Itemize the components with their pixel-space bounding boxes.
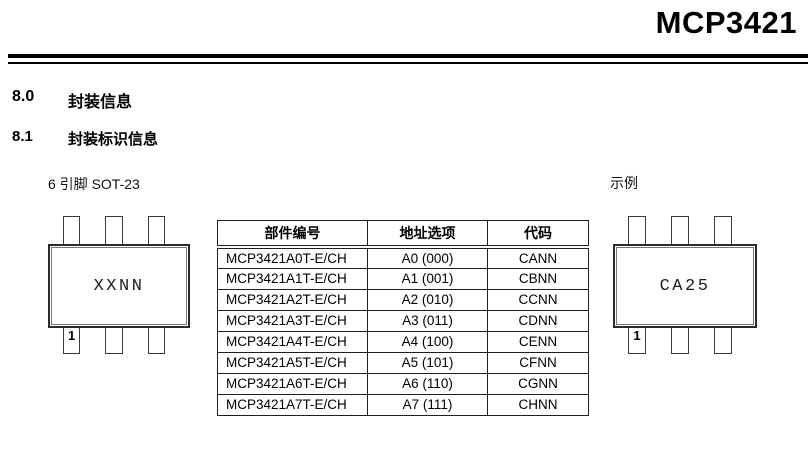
address-option-cell: A0 (000) bbox=[367, 246, 488, 269]
address-option-cell: A1 (001) bbox=[367, 267, 488, 290]
table-row: MCP3421A7T-E/CH A7 (111) CHNN bbox=[217, 393, 589, 416]
package-bottom-pins: 1 bbox=[48, 328, 190, 354]
code-cell: CBNN bbox=[487, 267, 589, 290]
table-row: MCP3421A0T-E/CH A0 (000) CANN bbox=[217, 246, 589, 269]
code-cell: CHNN bbox=[487, 393, 589, 416]
pin bbox=[628, 216, 646, 244]
subsection-title: 封装标识信息 bbox=[68, 131, 159, 148]
subsection-number: 8.1 bbox=[12, 128, 33, 145]
table-row: MCP3421A4T-E/CH A4 (100) CENN bbox=[217, 330, 589, 353]
package-diagram-generic: XXNN 1 bbox=[48, 216, 190, 354]
pin bbox=[671, 216, 689, 244]
col-header-address-option: 地址选项 bbox=[367, 220, 488, 249]
package-bottom-pins: 1 bbox=[613, 328, 757, 354]
pin bbox=[105, 328, 123, 354]
package-diagram-example: CA25 1 bbox=[613, 216, 757, 354]
section-heading-8-0: 8.0 封装信息 bbox=[12, 88, 132, 112]
package-type-label: 6 引脚 SOT-23 bbox=[48, 176, 140, 192]
pin1-marker: 1 bbox=[633, 328, 641, 343]
part-number-cell: MCP3421A7T-E/CH bbox=[217, 393, 368, 416]
code-cell: CENN bbox=[487, 330, 589, 353]
table-row: MCP3421A3T-E/CH A3 (011) CDNN bbox=[217, 309, 589, 332]
code-cell: CGNN bbox=[487, 372, 589, 395]
table-row: MCP3421A6T-E/CH A6 (110) CGNN bbox=[217, 372, 589, 395]
pin bbox=[105, 216, 123, 244]
section-heading-8-1: 8.1 封装标识信息 bbox=[12, 128, 158, 149]
table-row: MCP3421A5T-E/CH A5 (101) CFNN bbox=[217, 351, 589, 374]
package-top-pins bbox=[613, 216, 757, 244]
page-title: MCP3421 bbox=[655, 5, 797, 40]
package-marking-text: XXNN bbox=[93, 276, 145, 296]
example-label: 示例 bbox=[610, 175, 638, 191]
pin bbox=[714, 216, 732, 244]
package-body-inner: CA25 bbox=[616, 247, 754, 325]
address-option-cell: A5 (101) bbox=[367, 351, 488, 374]
header-rule-thick bbox=[8, 54, 808, 58]
section-number: 8.0 bbox=[12, 88, 35, 105]
table-row: MCP3421A2T-E/CH A2 (010) CCNN bbox=[217, 288, 589, 311]
header-rule-thin bbox=[8, 62, 808, 64]
part-number-cell: MCP3421A5T-E/CH bbox=[217, 351, 368, 374]
col-header-code: 代码 bbox=[487, 220, 589, 249]
package-body-inner: XXNN bbox=[51, 247, 187, 325]
code-cell: CANN bbox=[487, 246, 589, 269]
pin bbox=[63, 216, 81, 244]
address-option-cell: A2 (010) bbox=[367, 288, 488, 311]
section-title: 封装信息 bbox=[68, 94, 133, 111]
address-option-cell: A6 (110) bbox=[367, 372, 488, 395]
package-top-pins bbox=[48, 216, 190, 244]
part-number-cell: MCP3421A3T-E/CH bbox=[217, 309, 368, 332]
part-number-cell: MCP3421A0T-E/CH bbox=[217, 246, 368, 269]
part-number-cell: MCP3421A4T-E/CH bbox=[217, 330, 368, 353]
package-marking-text: CA25 bbox=[659, 276, 711, 296]
part-number-cell: MCP3421A2T-E/CH bbox=[217, 288, 368, 311]
code-cell: CCNN bbox=[487, 288, 589, 311]
pin bbox=[147, 328, 165, 354]
code-cell: CFNN bbox=[487, 351, 589, 374]
table-header-row: 部件编号 地址选项 代码 bbox=[217, 220, 589, 249]
pin bbox=[671, 328, 689, 354]
pin bbox=[714, 328, 732, 354]
address-option-cell: A4 (100) bbox=[367, 330, 488, 353]
col-header-part-number: 部件编号 bbox=[217, 220, 368, 249]
part-number-cell: MCP3421A6T-E/CH bbox=[217, 372, 368, 395]
code-cell: CDNN bbox=[487, 309, 589, 332]
pin1-marker: 1 bbox=[68, 328, 76, 343]
package-body: XXNN bbox=[48, 244, 190, 328]
address-option-cell: A3 (011) bbox=[367, 309, 488, 332]
part-number-cell: MCP3421A1T-E/CH bbox=[217, 267, 368, 290]
table-row: MCP3421A1T-E/CH A1 (001) CBNN bbox=[217, 267, 589, 290]
pin-1: 1 bbox=[63, 328, 81, 354]
address-option-cell: A7 (111) bbox=[367, 393, 488, 416]
pin bbox=[147, 216, 165, 244]
package-body: CA25 bbox=[613, 244, 757, 328]
marking-code-table: 部件编号 地址选项 代码 MCP3421A0T-E/CH A0 (000) CA… bbox=[217, 220, 589, 416]
pin-1: 1 bbox=[628, 328, 646, 354]
